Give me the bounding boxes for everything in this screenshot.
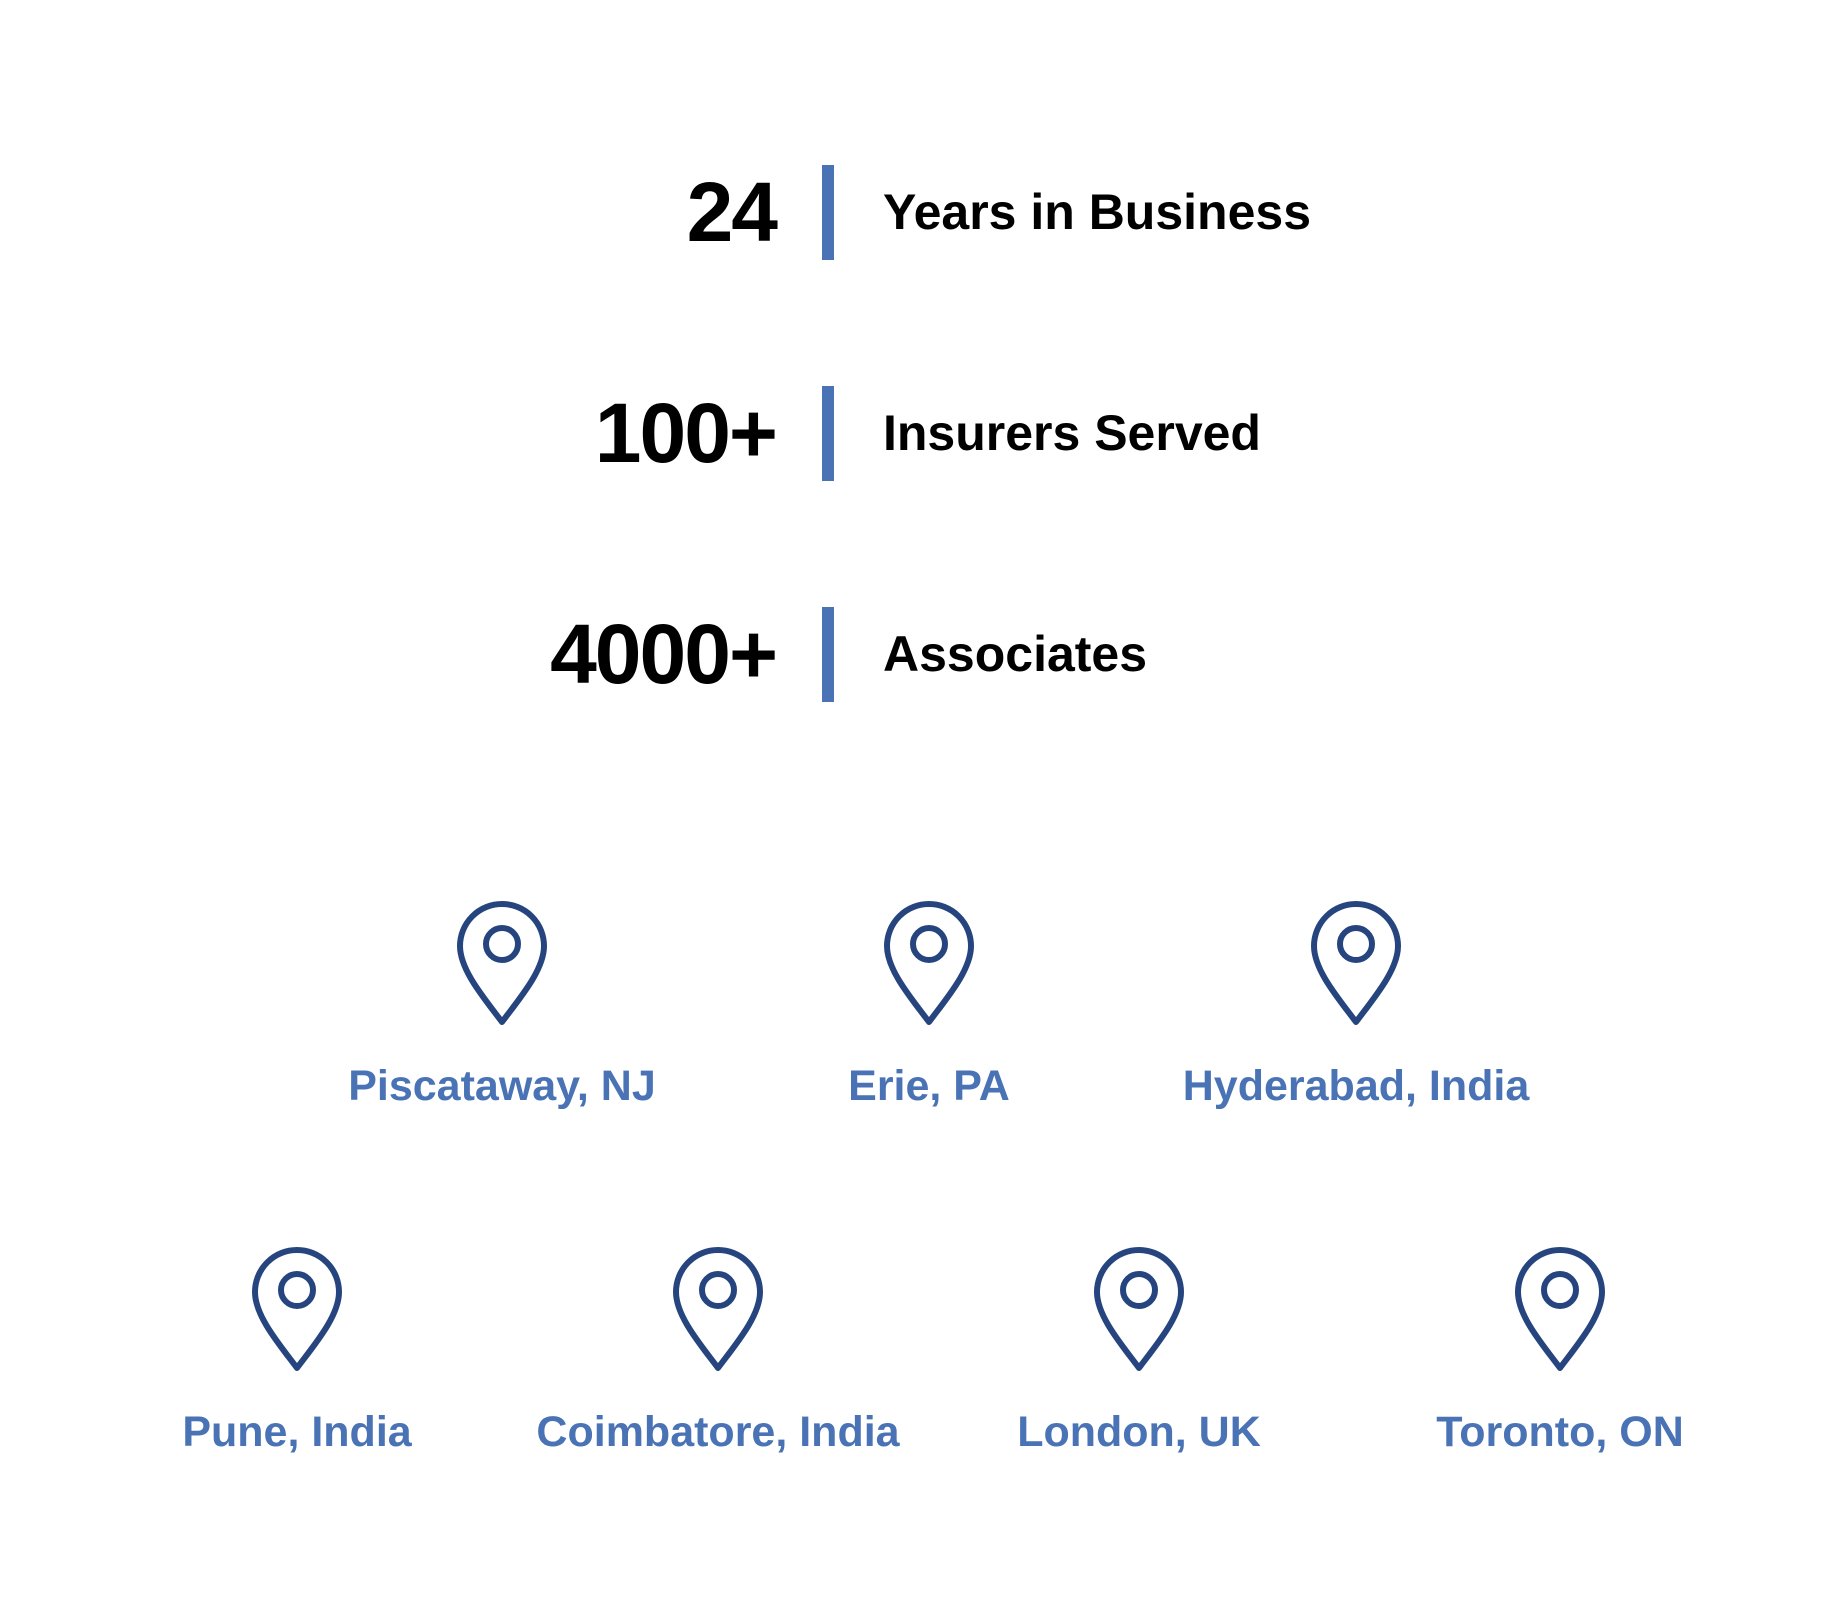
stat-row-insurers: 100+ Insurers Served: [0, 386, 1846, 481]
location-erie: Erie, PA: [719, 898, 1139, 1138]
stat-divider: [822, 386, 834, 481]
location-london: London, UK: [929, 1244, 1349, 1484]
location-hyderabad: Hyderabad, India: [1146, 898, 1566, 1138]
location-label: Toronto, ON: [1436, 1408, 1684, 1456]
location-label: Piscataway, NJ: [348, 1062, 656, 1110]
location-piscataway: Piscataway, NJ: [292, 898, 712, 1138]
stat-value: 4000+: [550, 607, 778, 701]
stat-label: Associates: [883, 626, 1148, 682]
location-coimbatore: Coimbatore, India: [508, 1244, 928, 1484]
location-pune: Pune, India: [87, 1244, 507, 1484]
map-pin-icon: [881, 898, 977, 1030]
stat-label: Years in Business: [883, 184, 1312, 240]
location-label: London, UK: [1017, 1408, 1261, 1456]
map-pin-icon: [454, 898, 550, 1030]
stat-row-years: 24 Years in Business: [0, 165, 1846, 260]
stat-value: 100+: [594, 386, 778, 480]
location-label: Hyderabad, India: [1182, 1062, 1530, 1110]
location-label: Pune, India: [182, 1408, 412, 1456]
stat-divider: [822, 165, 834, 260]
stat-label: Insurers Served: [883, 405, 1261, 461]
map-pin-icon: [249, 1244, 345, 1376]
location-label: Coimbatore, India: [536, 1408, 900, 1456]
map-pin-icon: [670, 1244, 766, 1376]
map-pin-icon: [1512, 1244, 1608, 1376]
location-label: Erie, PA: [848, 1062, 1010, 1110]
stat-divider: [822, 607, 834, 702]
location-toronto: Toronto, ON: [1350, 1244, 1770, 1484]
stat-row-associates: 4000+ Associates: [0, 607, 1846, 702]
map-pin-icon: [1308, 898, 1404, 1030]
stat-value: 24: [686, 165, 778, 259]
map-pin-icon: [1091, 1244, 1187, 1376]
